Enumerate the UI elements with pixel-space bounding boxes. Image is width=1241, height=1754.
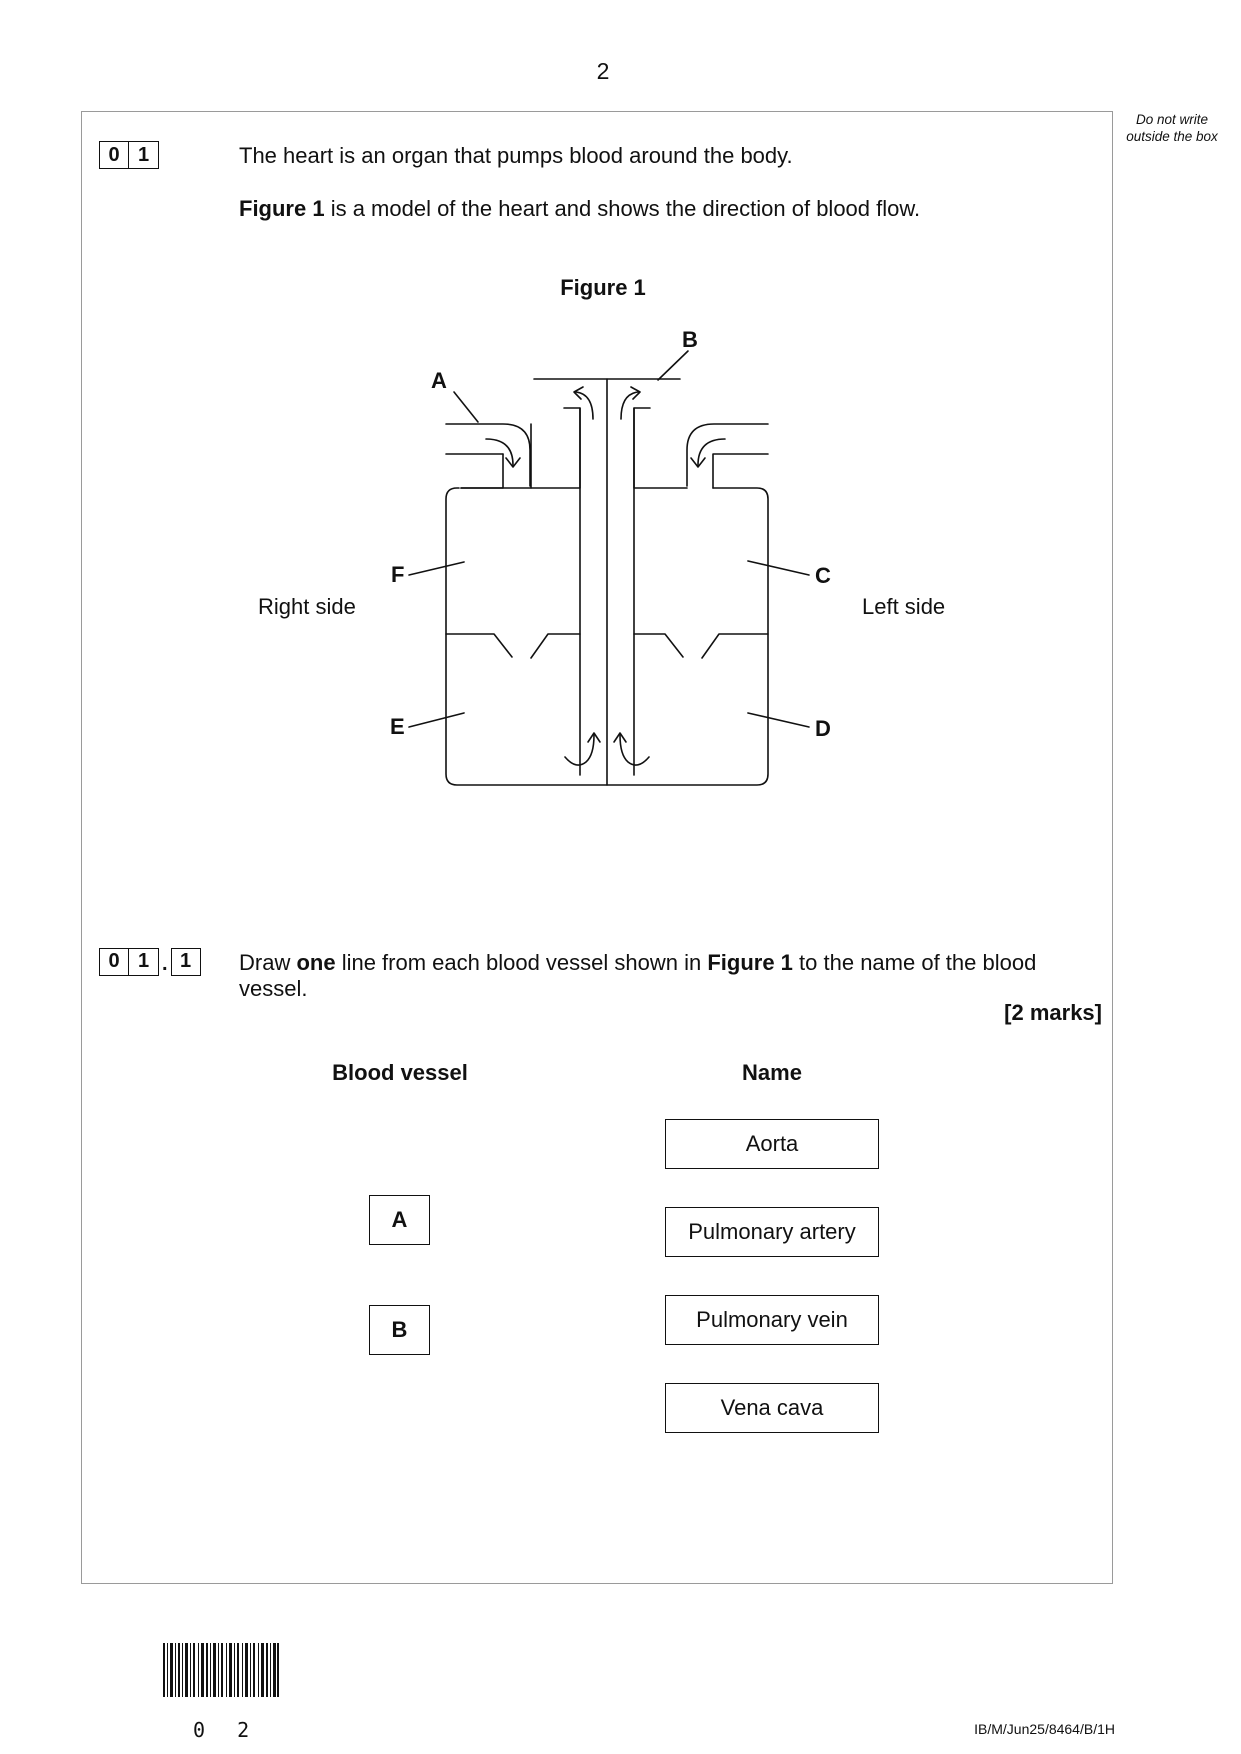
name-box-pulmonary-vein[interactable]: Pulmonary vein: [665, 1295, 879, 1345]
question-intro: The heart is an organ that pumps blood a…: [239, 143, 793, 168]
vessel-box-a[interactable]: A: [369, 1195, 430, 1245]
margin-note: Do not write outside the box: [1126, 112, 1218, 144]
column-heading-name: Name: [742, 1060, 802, 1085]
instruction-text: Draw: [239, 950, 297, 975]
answer-frame: [81, 111, 1113, 1584]
label-d: D: [815, 716, 831, 741]
figure-title: Figure 1: [560, 275, 646, 300]
label-c: C: [815, 563, 831, 588]
name-box-aorta[interactable]: Aorta: [665, 1119, 879, 1169]
name-box-vena-cava[interactable]: Vena cava: [665, 1383, 879, 1433]
page-number: 2: [596, 58, 610, 84]
label-b: B: [682, 327, 698, 352]
label-e: E: [390, 714, 405, 739]
instruction-bold: Figure 1: [707, 950, 793, 975]
instruction-text: to the name of the blood vessel.: [239, 950, 1037, 1001]
barcode-graphic: [163, 1643, 279, 1697]
question-number-01-1: 0 1 . 1: [99, 947, 201, 976]
question-dot: .: [162, 953, 168, 975]
paper-reference: IB/M/Jun25/8464/B/1H: [974, 1721, 1115, 1737]
left-side-label: Left side: [862, 594, 946, 619]
marks-label: [2 marks]: [1004, 1000, 1102, 1025]
figure-reference-sentence: Figure 1 is a model of the heart and sho…: [239, 196, 920, 222]
instruction-text: line from each blood vessel shown in: [335, 950, 708, 975]
barcode-digits: 0 2: [193, 1718, 260, 1742]
figure-ref-bold: Figure 1: [239, 196, 325, 221]
question-digit: 1: [129, 947, 159, 976]
question-digit: 0: [99, 141, 129, 169]
vessel-box-b[interactable]: B: [369, 1305, 430, 1355]
instruction-bold: one: [296, 950, 336, 975]
question-digit: 1: [129, 141, 159, 169]
question-instruction: Draw one line from each blood vessel sho…: [239, 950, 1059, 1002]
question-digit: 1: [170, 947, 201, 976]
label-f: F: [391, 562, 404, 587]
right-side-label: Right side: [258, 594, 356, 619]
question-number-01: 0 1: [99, 141, 159, 169]
figure-ref-text: is a model of the heart and shows the di…: [324, 196, 921, 221]
question-digit: 0: [99, 947, 129, 976]
column-heading-blood-vessel: Blood vessel: [332, 1060, 468, 1085]
label-a: A: [431, 368, 447, 393]
name-box-pulmonary-artery[interactable]: Pulmonary artery: [665, 1207, 879, 1257]
